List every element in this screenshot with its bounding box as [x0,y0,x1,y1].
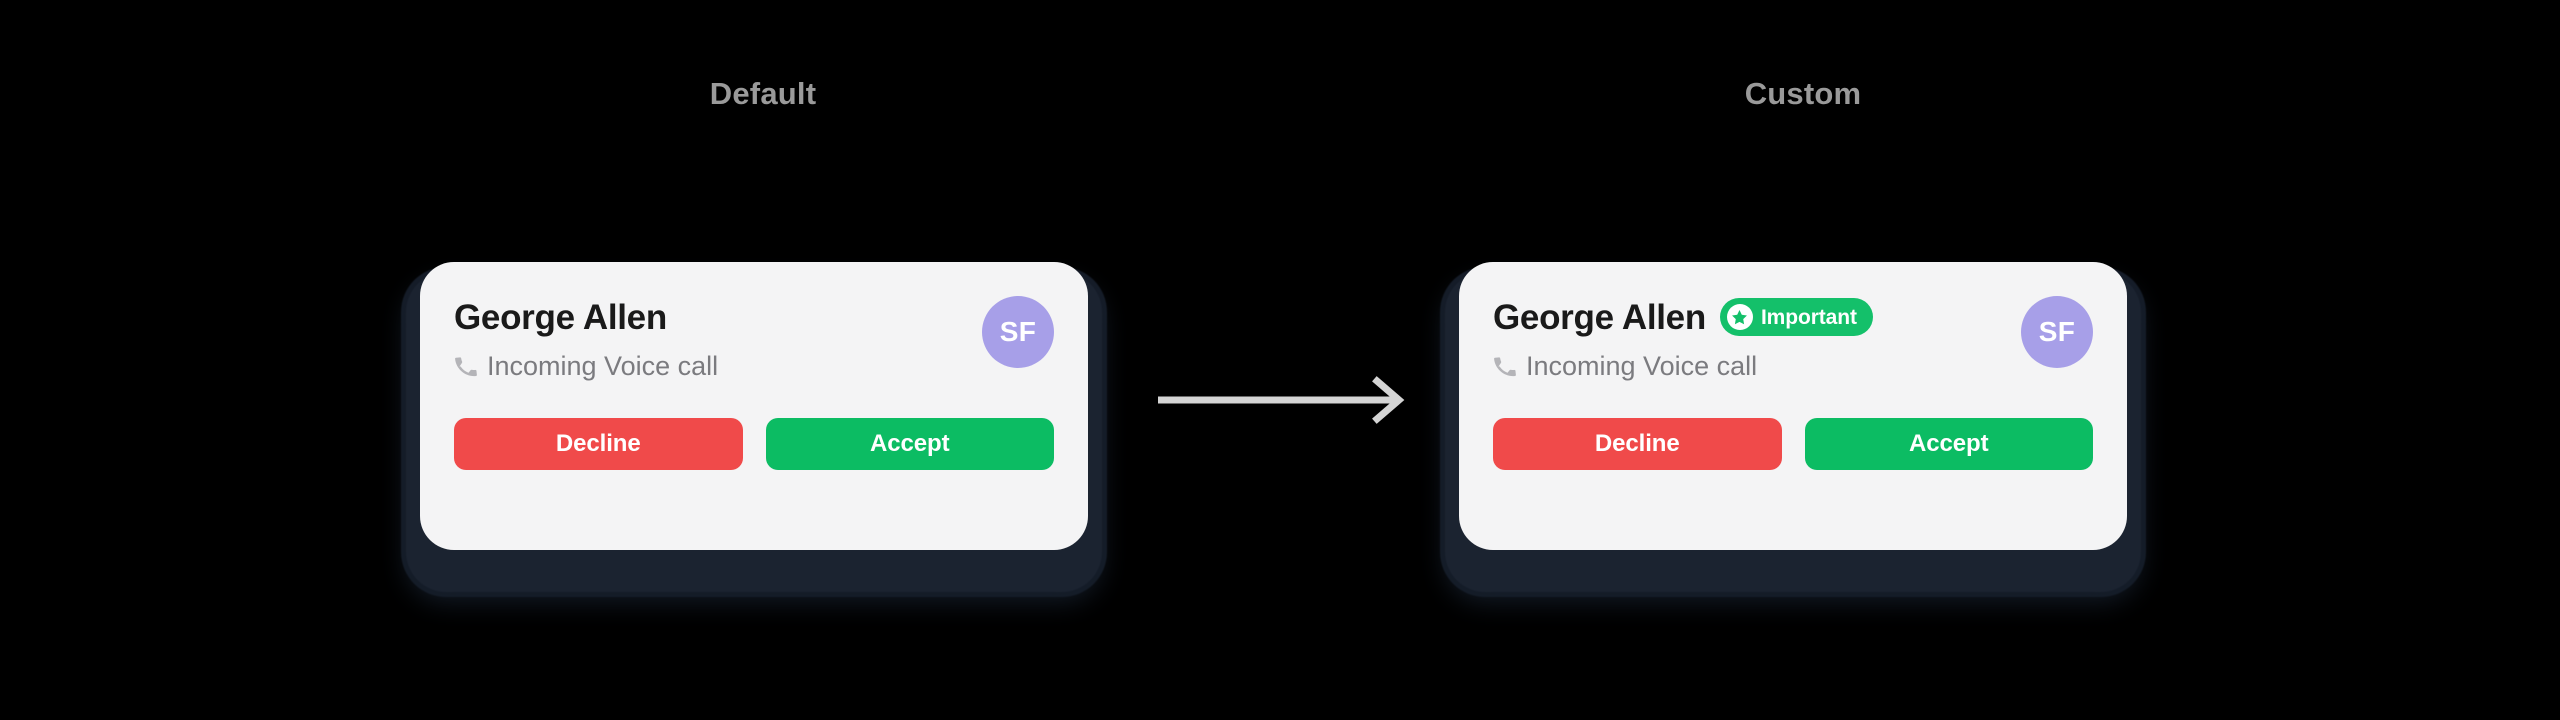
notification-card-default: George Allen Incoming Voice call SF Decl… [404,262,1104,592]
notification-card-custom: George Allen Important [1443,262,2143,592]
decline-button[interactable]: Decline [454,418,743,470]
arrow-right-icon [1156,376,1408,424]
avatar-initials: SF [2038,316,2076,347]
column-caption-custom: Custom [1744,76,1862,111]
name-row-default: George Allen [454,294,1054,340]
status-badge-label: Important [1760,305,1857,329]
action-row-default: Decline Accept [454,418,1054,470]
card-header-custom: George Allen Important [1493,294,2093,404]
column-caption-default: Default [709,76,817,111]
avatar: SF [982,296,1054,368]
status-badge: Important [1719,298,1873,336]
star-icon [1726,304,1753,330]
phone-icon [1493,355,1517,379]
subtitle-text: Incoming Voice call [1526,351,1758,381]
subtitle-text: Incoming Voice call [487,351,719,381]
avatar: SF [2021,296,2093,368]
card-surface-default: George Allen Incoming Voice call SF Decl… [420,262,1088,550]
contact-name: George Allen [1493,297,1706,337]
decline-button[interactable]: Decline [1493,418,1782,470]
action-row-custom: Decline Accept [1493,418,2093,470]
phone-icon [454,355,478,379]
avatar-initials: SF [999,316,1037,347]
subtitle-row-custom: Incoming Voice call [1493,353,2093,380]
accept-button[interactable]: Accept [1804,418,2093,470]
accept-button[interactable]: Accept [765,418,1054,470]
name-row-custom: George Allen Important [1493,294,2093,340]
subtitle-row-default: Incoming Voice call [454,353,1054,380]
contact-name: George Allen [454,297,667,337]
card-surface-custom: George Allen Important [1459,262,2127,550]
card-header-default: George Allen Incoming Voice call SF [454,294,1054,404]
